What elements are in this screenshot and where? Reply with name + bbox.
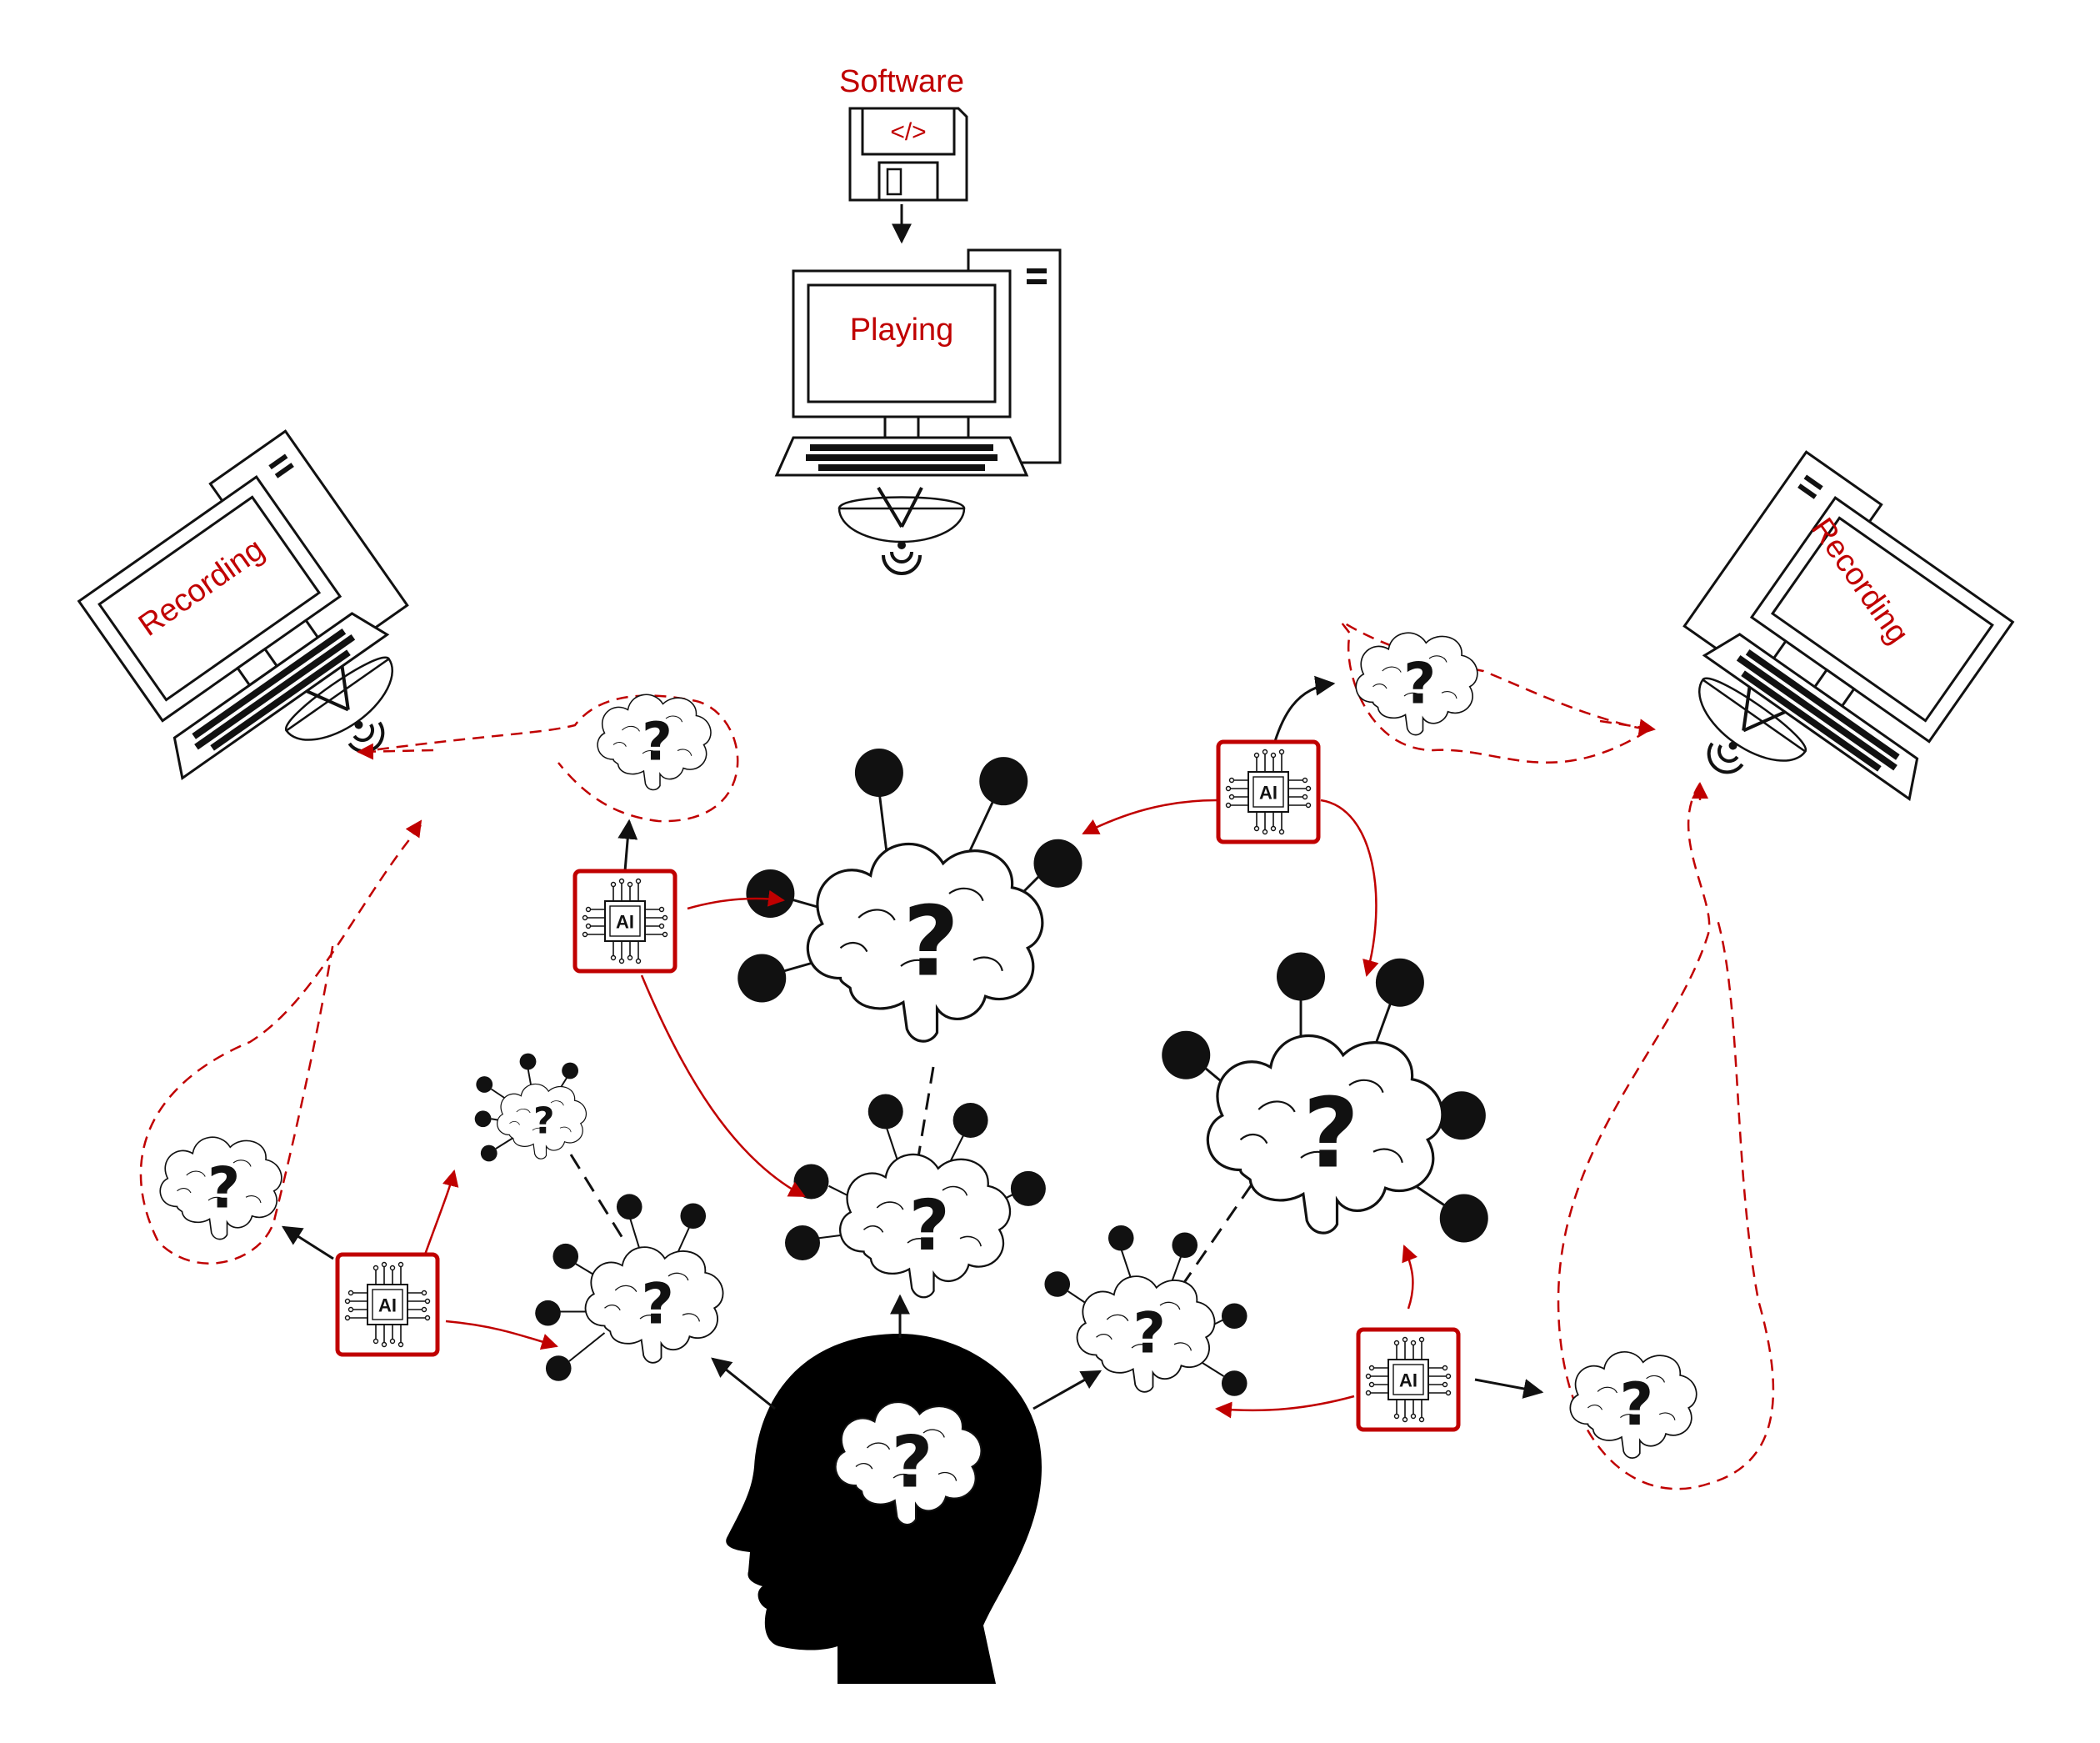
question-mark: ? bbox=[642, 1272, 674, 1338]
black-arrows bbox=[281, 675, 1544, 1410]
brain-node-center: ? bbox=[785, 1094, 1046, 1299]
brain-node-right-middle: ? bbox=[1044, 1225, 1248, 1396]
question-mark: ? bbox=[1403, 651, 1436, 717]
ai-chip-top-right: AI bbox=[1218, 742, 1318, 842]
recording-computer-right bbox=[1663, 450, 2040, 807]
dashed-links bbox=[569, 1066, 1268, 1285]
ai-label: AI bbox=[1399, 1370, 1418, 1391]
brain-loop-right: ? bbox=[1569, 1350, 1698, 1459]
recording-arrows bbox=[357, 719, 1708, 839]
ai-label: AI bbox=[616, 912, 634, 933]
brain-node-top-center: ? bbox=[738, 749, 1082, 1043]
code-label: </> bbox=[890, 118, 926, 146]
floppy-disk-icon: </> bbox=[848, 107, 968, 202]
question-mark: ? bbox=[533, 1100, 555, 1143]
brain-loop-left: ? bbox=[159, 1136, 282, 1240]
ai-label: AI bbox=[1259, 783, 1278, 804]
question-mark: ? bbox=[642, 712, 672, 773]
question-mark: ? bbox=[208, 1155, 240, 1221]
ai-chip-top-left: AI bbox=[575, 871, 675, 971]
software-node: Software </> bbox=[839, 64, 968, 244]
brain-node-small-left: ? bbox=[474, 1053, 588, 1162]
question-mark: ? bbox=[1133, 1301, 1166, 1367]
question-mark: ? bbox=[1620, 1370, 1654, 1439]
red-arrows bbox=[423, 799, 1418, 1419]
human-head-icon: ? bbox=[726, 1334, 1042, 1684]
playing-label: Playing bbox=[850, 313, 954, 348]
question-mark: ? bbox=[1303, 1078, 1359, 1190]
brain-node-right: ? bbox=[1162, 952, 1488, 1243]
ai-label: AI bbox=[378, 1295, 397, 1316]
playing-computer: Playing bbox=[775, 248, 1062, 575]
recording-computer-left: Recording bbox=[52, 429, 428, 786]
question-mark: ? bbox=[903, 886, 959, 999]
software-label: Software bbox=[839, 64, 964, 99]
brain-loop-top-left: ? bbox=[597, 694, 712, 791]
desktop-computer-icon bbox=[775, 248, 1062, 477]
satellite-dish-icon bbox=[838, 486, 966, 575]
ai-chip-right: AI bbox=[1358, 1330, 1458, 1430]
question-mark: ? bbox=[909, 1185, 950, 1266]
question-mark: ? bbox=[892, 1422, 933, 1505]
brain-loop-top-right: ? bbox=[1355, 632, 1478, 736]
recording-loops bbox=[139, 620, 1775, 1490]
brain-node-left-middle: ? bbox=[535, 1194, 724, 1381]
ai-chip-left: AI bbox=[338, 1255, 438, 1355]
